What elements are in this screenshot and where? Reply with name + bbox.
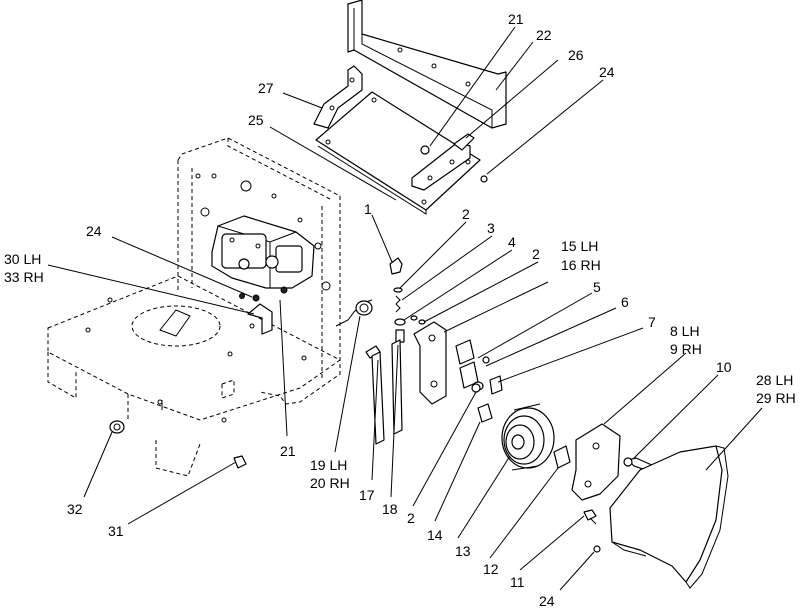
spring-19-20: [335, 299, 373, 327]
callout-15-lh: 15 LH: [561, 238, 598, 254]
pulley-13: [501, 403, 555, 471]
base-deck: [47, 275, 341, 477]
callout-1: 1: [364, 201, 372, 217]
leader-lines: [47, 26, 763, 591]
shield-28-29: [609, 445, 729, 589]
callout-30-lh: 30 LH: [4, 251, 41, 267]
hinge-bracket: [411, 133, 475, 191]
callout-2-mid: 2: [532, 246, 540, 262]
bracket-30-33: [247, 294, 273, 335]
screw-24-top: [480, 175, 488, 183]
hardware-stack: [389, 257, 426, 343]
cover-plate-8-9: [571, 423, 621, 501]
spacer-12: [553, 445, 571, 469]
shaft-18: [391, 339, 403, 435]
nut-32: [109, 420, 125, 434]
callout-8-lh: 8 LH: [670, 323, 700, 339]
callout-18: 18: [382, 501, 398, 517]
idler-arm: [413, 321, 447, 405]
callout-31: 31: [108, 523, 124, 539]
callout-5: 5: [593, 279, 601, 295]
callout-2-top: 2: [462, 206, 470, 222]
callout-24-bottom: 24: [539, 593, 555, 609]
callout-6: 6: [621, 294, 629, 310]
callout-12: 12: [483, 561, 499, 577]
callout-3: 3: [487, 220, 495, 236]
bushing-14: [471, 383, 493, 423]
callout-13: 13: [455, 543, 471, 559]
mounting-plate: [315, 91, 481, 215]
callout-24-top: 24: [599, 64, 615, 80]
callout-11: 11: [510, 574, 525, 590]
callout-28-lh: 28 LH: [756, 372, 793, 388]
callout-22: 22: [536, 27, 552, 43]
callout-2-bottom: 2: [407, 510, 415, 526]
callout-16-rh: 16 RH: [561, 257, 601, 273]
callout-14: 14: [427, 527, 443, 543]
bolt-21-top: [420, 145, 430, 155]
callout-26: 26: [568, 47, 584, 63]
callout-10: 10: [716, 359, 732, 375]
transmission-unit: [211, 215, 315, 299]
main-frame: [177, 137, 341, 405]
callout-17: 17: [359, 487, 375, 503]
upper-support-bracket: [347, 0, 507, 129]
callout-9-rh: 9 RH: [670, 341, 702, 357]
bolt-31: [157, 399, 247, 469]
callout-21-top: 21: [508, 11, 524, 27]
callout-4: 4: [508, 234, 516, 250]
callout-20-rh: 20 RH: [310, 475, 350, 491]
callout-32: 32: [67, 501, 83, 517]
callout-27: 27: [258, 80, 274, 96]
callout-24-left: 24: [86, 223, 102, 239]
screw-11: [583, 509, 597, 525]
callout-7: 7: [648, 314, 656, 330]
callout-21-bottom: 21: [280, 443, 296, 459]
callout-33-rh: 33 RH: [4, 269, 44, 285]
callout-19-lh: 19 LH: [310, 457, 347, 473]
callout-labels: 21 22 26 24 27 25 1 2 3 4 2 15 LH 16 RH …: [4, 11, 796, 609]
small-bracket: [313, 65, 363, 129]
callout-29-rh: 29 RH: [756, 390, 796, 406]
callout-25: 25: [248, 112, 264, 128]
screw-24-bottom: [593, 545, 601, 553]
